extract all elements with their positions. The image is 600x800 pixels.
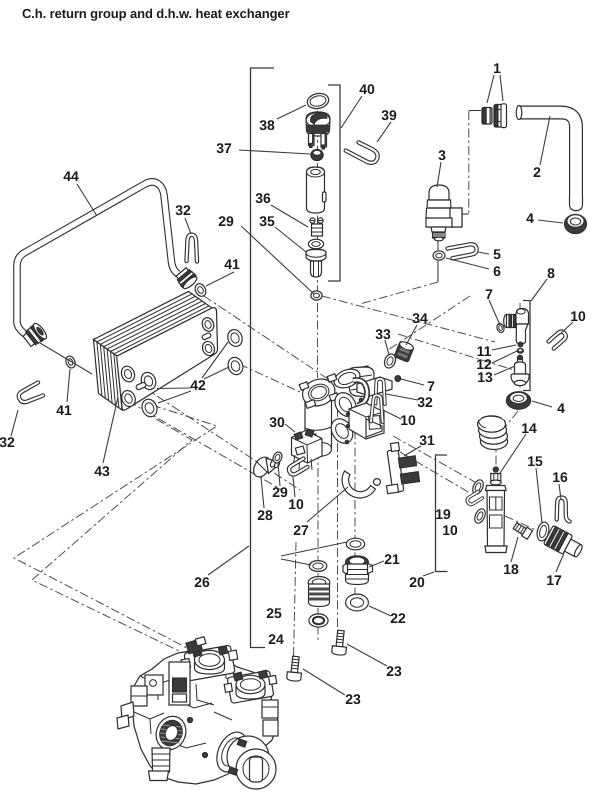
svg-text:24: 24 [268,631,284,647]
svg-text:5: 5 [493,246,501,262]
svg-text:29: 29 [272,484,288,500]
svg-text:4: 4 [526,210,534,226]
svg-text:31: 31 [419,432,435,448]
svg-text:28: 28 [257,507,273,523]
svg-text:15: 15 [527,453,543,469]
svg-text:10: 10 [570,308,586,324]
svg-text:29: 29 [218,213,234,229]
svg-text:37: 37 [216,140,232,156]
svg-text:39: 39 [381,107,397,123]
svg-text:7: 7 [485,286,493,302]
svg-text:11: 11 [477,343,492,359]
svg-text:27: 27 [293,522,309,538]
svg-text:32: 32 [0,434,15,450]
svg-text:40: 40 [359,81,375,97]
svg-text:17: 17 [546,572,562,588]
svg-text:1: 1 [493,60,501,76]
svg-text:10: 10 [288,496,304,512]
svg-text:7: 7 [427,378,435,394]
svg-text:6: 6 [493,263,501,279]
svg-text:10: 10 [442,522,458,538]
svg-text:4: 4 [557,400,565,416]
svg-text:8: 8 [547,265,555,281]
svg-text:33: 33 [375,326,391,342]
svg-text:18: 18 [503,561,519,577]
svg-text:36: 36 [255,190,271,206]
svg-text:14: 14 [521,420,537,436]
svg-text:13: 13 [477,369,493,385]
svg-text:35: 35 [259,213,275,229]
svg-text:32: 32 [175,202,191,218]
svg-text:19: 19 [435,506,451,522]
svg-text:30: 30 [269,414,285,430]
svg-text:16: 16 [552,469,568,485]
svg-text:26: 26 [194,574,210,590]
svg-text:12: 12 [476,356,492,372]
svg-text:44: 44 [63,168,79,184]
svg-text:10: 10 [400,412,416,428]
svg-text:3: 3 [438,147,446,163]
svg-text:38: 38 [259,117,275,133]
svg-text:21: 21 [384,551,400,567]
svg-text:22: 22 [390,610,406,626]
svg-text:C.h. return group and d.h.w. h: C.h. return group and d.h.w. heat exchan… [22,6,290,21]
svg-text:23: 23 [386,663,402,679]
svg-text:41: 41 [56,402,72,418]
svg-text:20: 20 [409,574,425,590]
svg-text:43: 43 [94,463,110,479]
svg-text:34: 34 [412,310,428,326]
svg-text:32: 32 [417,394,433,410]
svg-text:42: 42 [190,377,206,393]
svg-text:23: 23 [345,691,361,707]
svg-text:2: 2 [533,164,541,180]
svg-text:25: 25 [266,605,282,621]
svg-text:41: 41 [224,256,240,272]
